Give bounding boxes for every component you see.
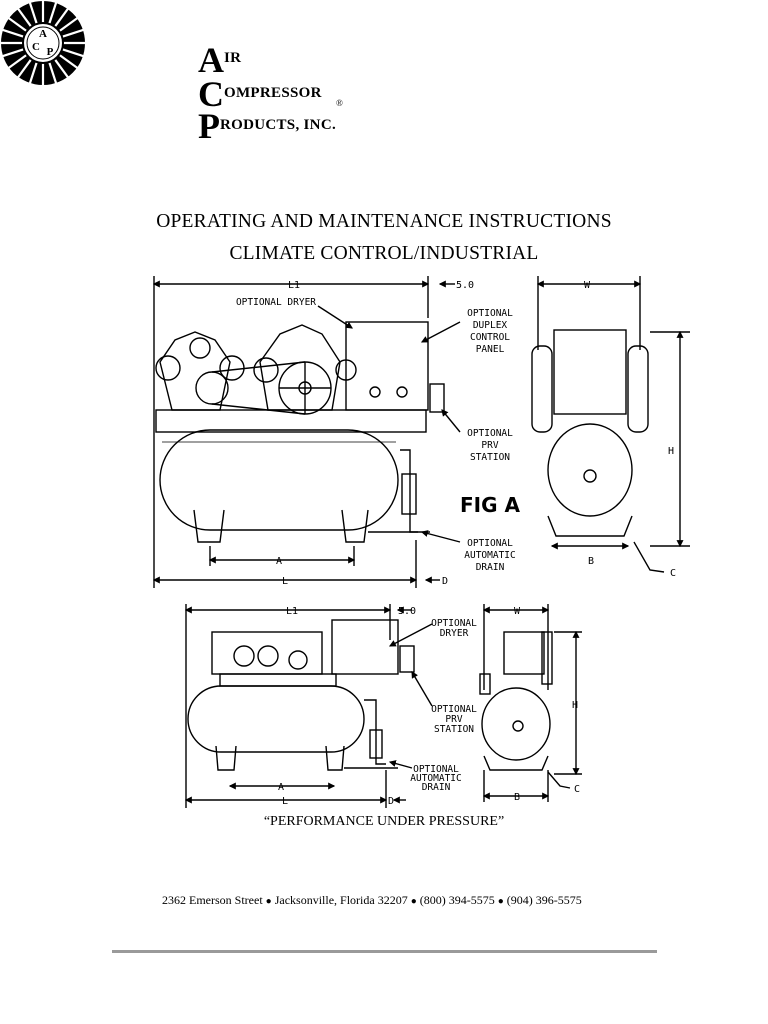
svg-text:DRYER: DRYER [440,628,469,639]
bottom-dim-5: 5.0 [398,606,416,617]
logo-ray [58,16,79,33]
top-callout-dryer: OPTIONAL DRYER [236,297,316,308]
svg-text:OPTIONAL: OPTIONAL [431,704,477,715]
bottom-side-view [184,604,433,808]
bottom-dim-h: H [572,700,578,711]
top-callout-prv: OPTIONAL PRV STATION [467,428,513,463]
logo-ray [28,1,38,25]
logo-ray [16,7,33,28]
logo-letter-p: P [47,46,54,58]
bottom-callout-prv: OPTIONAL PRV STATION [431,704,477,735]
bottom-end-view [479,604,582,802]
phone-local: (904) 396-5575 [506,893,582,907]
logo-ray [7,16,28,33]
fig-a-label: FIG A [460,493,520,517]
bottom-dim-l: L [282,796,288,807]
company-line-products: PRODUCTS, INC.® [198,98,343,146]
logo-letter-c: C [32,41,40,53]
top-dim-w: W [584,280,591,291]
svg-text:DRAIN: DRAIN [476,562,505,573]
logo-ray [61,28,85,38]
separator-dot: ● [265,896,272,907]
top-end-view [531,276,690,573]
bottom-dim-d: D [388,796,394,807]
bottom-callout-drain: OPTIONAL AUTOMATIC DRAIN [410,764,461,793]
svg-text:STATION: STATION [470,452,510,463]
top-dim-l1: L1 [288,280,300,291]
company-logo-mark: A C P [0,0,86,86]
tagline: “PERFORMANCE UNDER PRESSURE” [263,814,505,829]
logo-ray [1,28,25,38]
logo-ray [1,48,25,58]
svg-text:CONTROL: CONTROL [470,332,510,343]
bottom-dim-c: C [574,784,580,795]
page-title-line1: OPERATING AND MAINTENANCE INSTRUCTIONS [156,211,612,232]
logo-ray [16,58,33,79]
page-title-line2: CLIMATE CONTROL/INDUSTRIAL [229,243,539,264]
logo-ray [28,61,38,85]
svg-text:OPTIONAL: OPTIONAL [431,618,477,629]
svg-text:OPTIONAL: OPTIONAL [467,428,513,439]
top-dim-b: B [588,556,594,567]
top-dim-d: D [442,576,448,587]
logo-letter-a: A [39,28,47,40]
top-dim-h: H [668,446,674,457]
separator-dot: ● [410,896,417,907]
svg-text:AUTOMATIC: AUTOMATIC [464,550,515,561]
bottom-dim-w: W [514,606,521,617]
top-dim-c: C [670,568,676,579]
svg-text:OPTIONAL: OPTIONAL [413,764,459,775]
svg-text:STATION: STATION [434,724,474,735]
svg-text:DUPLEX: DUPLEX [473,320,508,331]
svg-text:AUTOMATIC: AUTOMATIC [410,773,461,784]
top-dim-a: A [276,556,282,567]
footer-divider [112,950,657,953]
logo-ray [61,48,85,58]
logo-ray [7,53,28,70]
svg-text:OPTIONAL: OPTIONAL [467,308,513,319]
bottom-dim-l1: L1 [286,606,298,617]
logo-ray [48,61,58,85]
logo-ray [53,58,70,79]
top-dim-5: 5.0 [456,280,474,291]
top-dim-l: L [282,576,288,587]
logo-ray [48,1,58,25]
separator-dot: ● [497,896,504,907]
bottom-dim-a: A [278,782,284,793]
logo-ray [58,53,79,70]
svg-text:OPTIONAL: OPTIONAL [467,538,513,549]
company-line-compressor: COMPRESSOR [198,74,322,114]
svg-text:PRV: PRV [481,440,498,451]
phone-tollfree: (800) 394-5575 [419,893,495,907]
compressor-diagram: L1 5.0 W H A L D B C FIG A OPTIONAL DRYE… [152,276,690,808]
company-line-air: AIR [198,40,242,80]
top-callout-panel: OPTIONAL DUPLEX CONTROL PANEL [467,308,513,355]
svg-text:PRV: PRV [445,714,462,725]
bottom-callout-dryer: OPTIONAL DRYER [431,618,477,639]
street-address: 2362 Emerson Street [162,893,263,907]
city-address: Jacksonville, Florida 32207 [274,893,408,907]
top-callout-drain: OPTIONAL AUTOMATIC DRAIN [464,538,515,573]
top-side-view [152,276,461,588]
svg-text:PANEL: PANEL [476,344,505,355]
contact-line: 2362 Emerson Street●Jacksonville, Florid… [162,893,582,908]
bottom-dim-b: B [514,792,520,803]
logo-ray [53,7,70,28]
svg-text:DRAIN: DRAIN [422,782,451,793]
